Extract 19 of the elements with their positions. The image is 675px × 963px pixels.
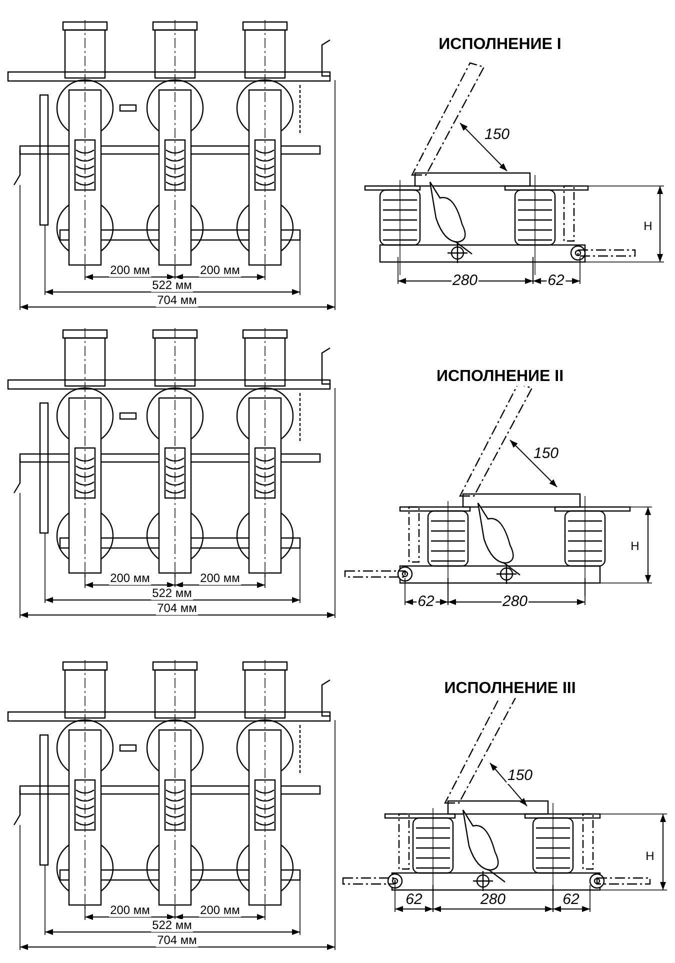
dimension-label: 200 мм (109, 264, 151, 277)
dimension-label: 522 мм (151, 279, 193, 292)
dimension-label: 150 (506, 768, 534, 784)
dimension-label: Н (630, 540, 640, 553)
dimension-label: 704 мм (156, 602, 198, 615)
dimension-label: Н (644, 850, 656, 863)
variant-heading: ИСПОЛНЕНИЕ III (443, 680, 577, 698)
variant-heading: ИСПОЛНЕНИЕ II (435, 368, 565, 386)
dimension-label: 522 мм (151, 919, 193, 932)
dimension-label: 704 мм (156, 934, 198, 947)
dimension-label: Н (642, 220, 654, 233)
dimension-label: 200 мм (109, 904, 151, 917)
dimension-label: 200 мм (199, 904, 241, 917)
dimension-label: 150 (532, 446, 560, 462)
dimension-label: 704 мм (156, 294, 198, 307)
dimension-label: 200 мм (199, 264, 241, 277)
dimension-label: 200 мм (199, 572, 241, 585)
dimension-label: 522 мм (151, 587, 193, 600)
dimension-label: 200 мм (109, 572, 151, 585)
